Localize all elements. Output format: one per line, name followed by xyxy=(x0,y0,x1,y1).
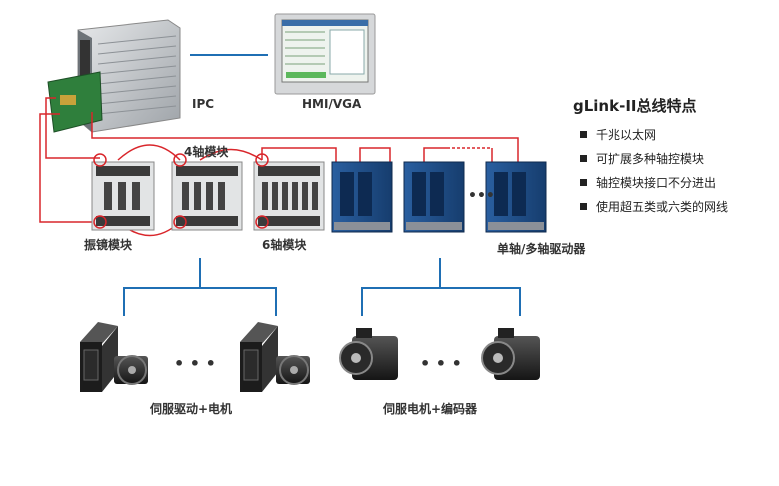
ipc-computer xyxy=(47,19,181,133)
servo-motor-right xyxy=(276,355,310,385)
servo-drive-motor-label: 伺服驱动+电机 xyxy=(150,402,233,416)
features-title: gLink-II总线特点 xyxy=(573,97,697,115)
drivers-ellipsis: ••• xyxy=(468,188,495,204)
ipc-label: IPC xyxy=(192,97,215,111)
motor-ellipsis: • • • xyxy=(420,354,462,373)
driver-unit-1 xyxy=(331,161,393,233)
bullet-square-icon xyxy=(580,155,587,162)
feature-item: 轴控模块接口不分进出 xyxy=(580,175,728,199)
axis4-module xyxy=(171,153,243,231)
driver-unit-2 xyxy=(403,161,465,233)
motor-encoder-right xyxy=(481,328,540,380)
galvo-module xyxy=(91,153,155,231)
bullet-square-icon xyxy=(580,131,587,138)
feature-item: 千兆以太网 xyxy=(580,127,728,151)
blue-links xyxy=(123,258,521,316)
servo-drive-left xyxy=(80,322,118,392)
drivers-label: 单轴/多轴驱动器 xyxy=(497,242,586,256)
hmi-monitor xyxy=(274,13,376,95)
bullet-square-icon xyxy=(580,203,587,210)
feature-item: 使用超五类或六类的网线 xyxy=(580,199,728,223)
axis6-label: 6轴模块 xyxy=(262,238,307,252)
hmi-label: HMI/VGA xyxy=(302,97,362,111)
bullet-square-icon xyxy=(580,179,587,186)
features-list: 千兆以太网 可扩展多种轴控模块 轴控模块接口不分进出 使用超五类或六类的网线 xyxy=(580,127,728,223)
servo-ellipsis: • • • xyxy=(174,354,216,373)
motor-encoder-left xyxy=(339,328,398,380)
servo-motor-encoder-label: 伺服电机+编码器 xyxy=(383,402,478,416)
servo-motor-left xyxy=(114,355,148,385)
galvo-label: 振镜模块 xyxy=(84,238,133,252)
driver-unit-3 xyxy=(485,161,547,233)
feature-item: 可扩展多种轴控模块 xyxy=(580,151,728,175)
axis4-label: 4轴模块 xyxy=(184,145,229,159)
axis6-module xyxy=(253,153,325,231)
servo-drive-right xyxy=(240,322,278,392)
